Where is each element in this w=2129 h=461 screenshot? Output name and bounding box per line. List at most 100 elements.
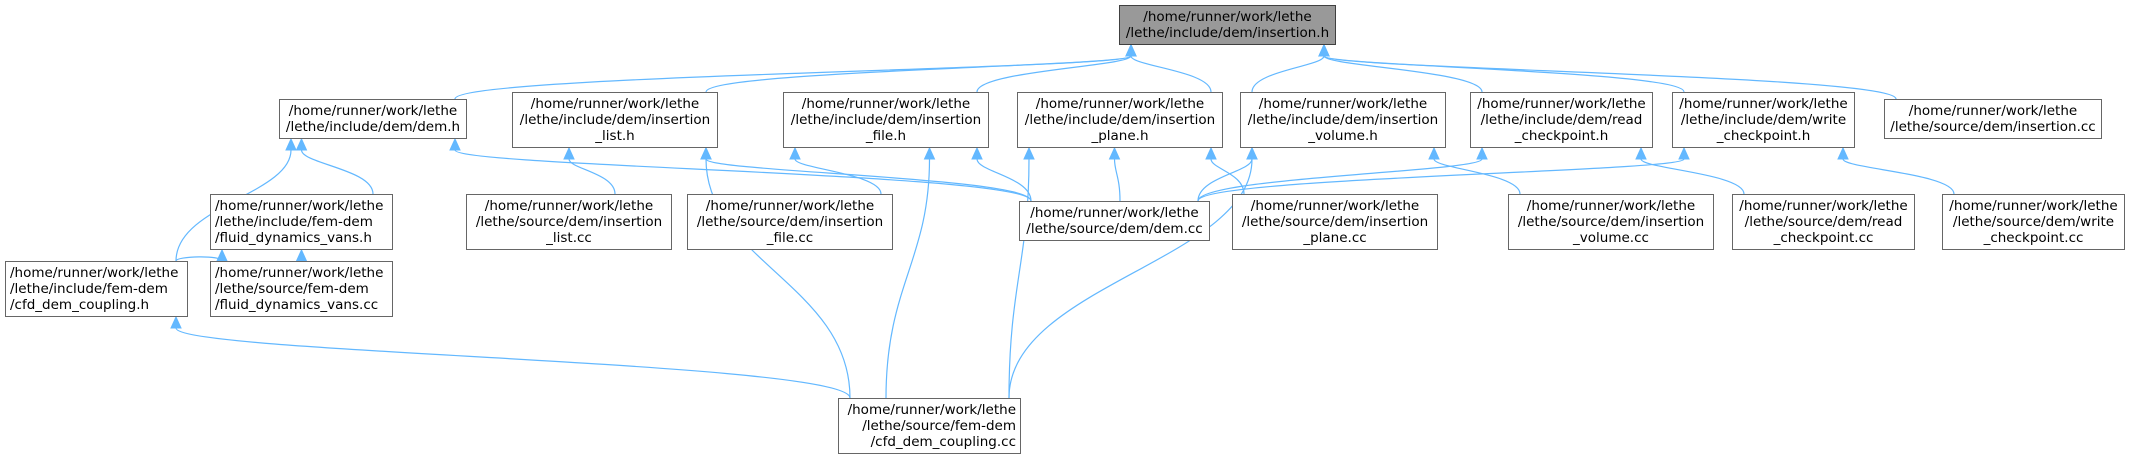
node-line: /home/runner/work/lethe: [215, 198, 384, 214]
node-line: /lethe/include/dem/insertion: [1024, 112, 1216, 128]
node-insertion-h[interactable]: /home/runner/work/lethe /lethe/include/d…: [1119, 5, 1336, 45]
node-insertion-cc[interactable]: /home/runner/work/lethe /lethe/source/de…: [1884, 99, 2102, 139]
node-line: /lethe/include/dem/insertion: [1247, 112, 1439, 128]
node-line: /home/runner/work/lethe: [1030, 205, 1199, 221]
arrowhead: [1635, 146, 1647, 160]
dependency-edge: [1008, 158, 1030, 399]
node-cfd-dem-coupling-cc[interactable]: /home/runner/work/lethe /lethe/source/fe…: [838, 398, 1021, 454]
arrowhead: [1108, 146, 1121, 160]
node-insertion-file-h[interactable]: /home/runner/work/lethe /lethe/include/d…: [783, 92, 989, 148]
node-line: _checkpoint.cc: [1773, 230, 1874, 246]
node-line: /lethe/source/dem/insertion: [1241, 214, 1429, 230]
node-fluid-dynamics-vans-cc[interactable]: /home/runner/work/lethe /lethe/source/fe…: [210, 261, 393, 317]
node-insertion-volume-cc[interactable]: /home/runner/work/lethe /lethe/source/de…: [1508, 194, 1714, 250]
node-line: /lethe/source/dem/insertion: [696, 214, 884, 230]
node-line: /fluid_dynamics_vans.h: [215, 230, 372, 246]
node-line: /home/runner/work/lethe: [1949, 198, 2118, 214]
dependency-edge: [1323, 55, 1483, 93]
dependency-edge: [1640, 158, 1745, 195]
dependency-edge: [976, 158, 1032, 202]
arrowhead: [1837, 146, 1849, 160]
node-line: /home/runner/work/lethe: [847, 402, 1016, 418]
node-line: /home/runner/work/lethe: [215, 265, 384, 281]
node-line: /home/runner/work/lethe: [530, 96, 700, 112]
node-line: /home/runner/work/lethe: [1258, 96, 1428, 112]
node-line: /home/runner/work/lethe: [1143, 9, 1312, 25]
node-line: _checkpoint.cc: [1983, 230, 2084, 246]
arrowhead: [971, 146, 983, 160]
arrowhead: [923, 146, 936, 160]
arrowhead: [1023, 146, 1035, 160]
node-line: /lethe/source/fem-dem: [215, 281, 369, 297]
dependency-edge: [1130, 55, 1212, 93]
node-write-checkpoint-h[interactable]: /home/runner/work/lethe /lethe/include/d…: [1672, 92, 1855, 148]
node-line: /home/runner/work/lethe: [1908, 103, 2078, 119]
dependency-edge: [1323, 55, 1897, 100]
dependency-edge: [705, 55, 1132, 93]
node-line: _plane.h: [1091, 128, 1149, 144]
dependency-edge: [885, 158, 931, 399]
node-line: /lethe/source/dem/insertion: [475, 214, 663, 230]
node-line: /lethe/include/dem/insertion.h: [1125, 25, 1330, 41]
node-insertion-file-cc[interactable]: /home/runner/work/lethe /lethe/source/de…: [687, 194, 893, 250]
dependency-edge: [794, 158, 882, 195]
node-line: _plane.cc: [1303, 230, 1367, 246]
node-read-checkpoint-h[interactable]: /home/runner/work/lethe /lethe/include/d…: [1470, 92, 1653, 148]
node-line: /home/runner/work/lethe: [288, 103, 458, 119]
arrowhead: [170, 315, 182, 329]
dependency-edge: [1842, 158, 1955, 195]
node-line: _list.h: [595, 128, 635, 144]
arrowhead: [1125, 43, 1137, 57]
node-line: _checkpoint.h: [1716, 128, 1811, 144]
node-line: _volume.cc: [1573, 230, 1649, 246]
node-insertion-plane-h[interactable]: /home/runner/work/lethe /lethe/include/d…: [1017, 92, 1223, 148]
arrowhead: [295, 248, 308, 262]
node-line: /home/runner/work/lethe: [484, 198, 654, 214]
node-line: /lethe/source/dem/insertion: [1517, 214, 1705, 230]
node-dem-h[interactable]: /home/runner/work/lethe /lethe/include/d…: [279, 99, 467, 139]
node-line: /lethe/source/fem-dem: [862, 418, 1016, 434]
node-line: /lethe/source/dem/read: [1744, 214, 1903, 230]
node-insertion-volume-h[interactable]: /home/runner/work/lethe /lethe/include/d…: [1240, 92, 1446, 148]
node-insertion-list-cc[interactable]: /home/runner/work/lethe /lethe/source/de…: [466, 194, 672, 250]
node-line: /home/runner/work/lethe: [1739, 198, 1908, 214]
node-cfd-dem-coupling-h[interactable]: /home/runner/work/lethe /lethe/include/f…: [5, 261, 188, 317]
dependency-edge: [1008, 158, 1253, 399]
arrowhead: [216, 248, 228, 262]
arrowhead: [1476, 146, 1488, 160]
node-line: /home/runner/work/lethe: [801, 96, 971, 112]
node-dem-cc[interactable]: /home/runner/work/lethe /lethe/source/de…: [1019, 201, 1210, 241]
node-line: /home/runner/work/lethe: [1035, 96, 1205, 112]
dependency-edge: [1197, 158, 1253, 202]
node-line: _file.h: [865, 128, 907, 144]
node-line: /lethe/include/dem/read: [1480, 112, 1643, 128]
arrowhead: [1246, 146, 1258, 160]
dependency-edge: [454, 149, 1032, 202]
arrowhead: [563, 146, 575, 160]
node-line: _volume.h: [1308, 128, 1378, 144]
node-read-checkpoint-cc[interactable]: /home/runner/work/lethe /lethe/source/de…: [1732, 194, 1915, 250]
node-line: /cfd_dem_coupling.h: [10, 297, 150, 313]
arrowhead: [1428, 146, 1440, 160]
node-line: /home/runner/work/lethe: [1477, 96, 1646, 112]
node-insertion-list-h[interactable]: /home/runner/work/lethe /lethe/include/d…: [512, 92, 718, 148]
node-line: /home/runner/work/lethe: [1679, 96, 1848, 112]
node-insertion-plane-cc[interactable]: /home/runner/work/lethe /lethe/source/de…: [1232, 194, 1438, 250]
arrowhead: [1678, 146, 1690, 160]
dependency-edge: [1197, 158, 1483, 202]
node-fluid-dynamics-vans-h[interactable]: /home/runner/work/lethe /lethe/include/f…: [210, 194, 393, 250]
arrowhead: [1205, 146, 1217, 160]
node-line: /lethe/source/dem/dem.cc: [1026, 221, 1203, 237]
arrowhead: [295, 137, 308, 151]
node-line: /lethe/source/dem/write: [1952, 214, 2115, 230]
arrowhead: [1318, 43, 1330, 57]
arrowhead: [700, 146, 712, 160]
dependency-edge: [1251, 55, 1325, 93]
node-write-checkpoint-cc[interactable]: /home/runner/work/lethe /lethe/source/de…: [1942, 194, 2125, 250]
dependency-edge: [568, 158, 616, 195]
node-line: /lethe/include/dem/dem.h: [285, 119, 461, 135]
dependency-edge: [1197, 158, 1685, 202]
node-line: /lethe/include/fem-dem: [10, 281, 168, 297]
